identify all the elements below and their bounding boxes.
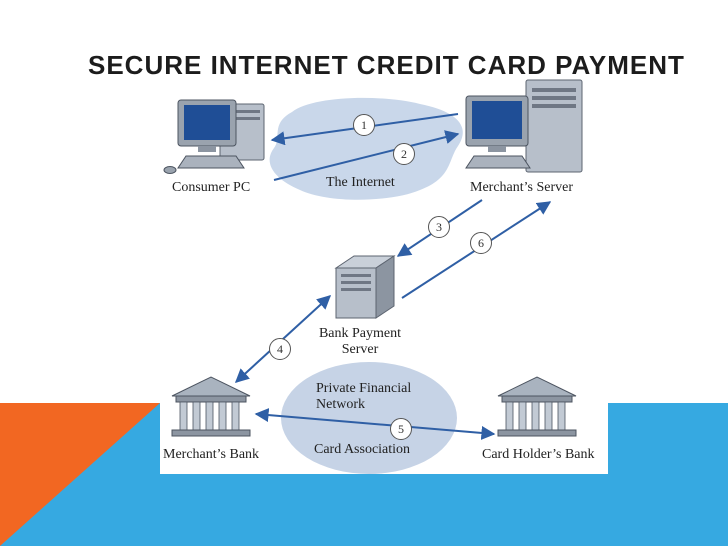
step-badge-1: 1 (353, 114, 375, 136)
step-badge-6: 6 (470, 232, 492, 254)
step-badge-4: 4 (269, 338, 291, 360)
financial-network-label-line2: Network (316, 397, 365, 412)
financial-network-label: Private Financial Network (316, 381, 411, 413)
server-computer-icon (465, 79, 583, 173)
server-tower-icon (334, 255, 396, 319)
internet-cloud (269, 97, 463, 200)
slide-title: SECURE INTERNET CREDIT CARD PAYMENT (88, 50, 685, 80)
arrow-step-2 (273, 130, 460, 181)
step-badge-2: 2 (393, 143, 415, 165)
desktop-computer-icon (163, 99, 265, 174)
step-badge-3: 3 (428, 216, 450, 238)
step-badge-5: 5 (390, 418, 412, 440)
bank-payment-server-label-line2: Server (341, 342, 379, 357)
merchant-server-label: Merchant’s Server (470, 180, 574, 195)
internet-label: The Internet (326, 175, 395, 190)
bank-building-icon (171, 376, 251, 437)
arrow-step-5 (254, 408, 496, 440)
consumer-pc-label: Consumer PC (172, 180, 251, 195)
card-holder-bank-label: Card Holder’s Bank (482, 447, 595, 462)
merchant-bank-label: Merchant’s Bank (163, 447, 260, 462)
financial-network-label-line1: Private Financial (316, 381, 412, 396)
bank-payment-server-label: Bank Payment Server (310, 326, 410, 358)
bank-building-icon (497, 376, 577, 437)
bank-payment-server-label-line1: Bank Payment (318, 326, 402, 341)
card-association-label: Card Association (314, 442, 411, 457)
